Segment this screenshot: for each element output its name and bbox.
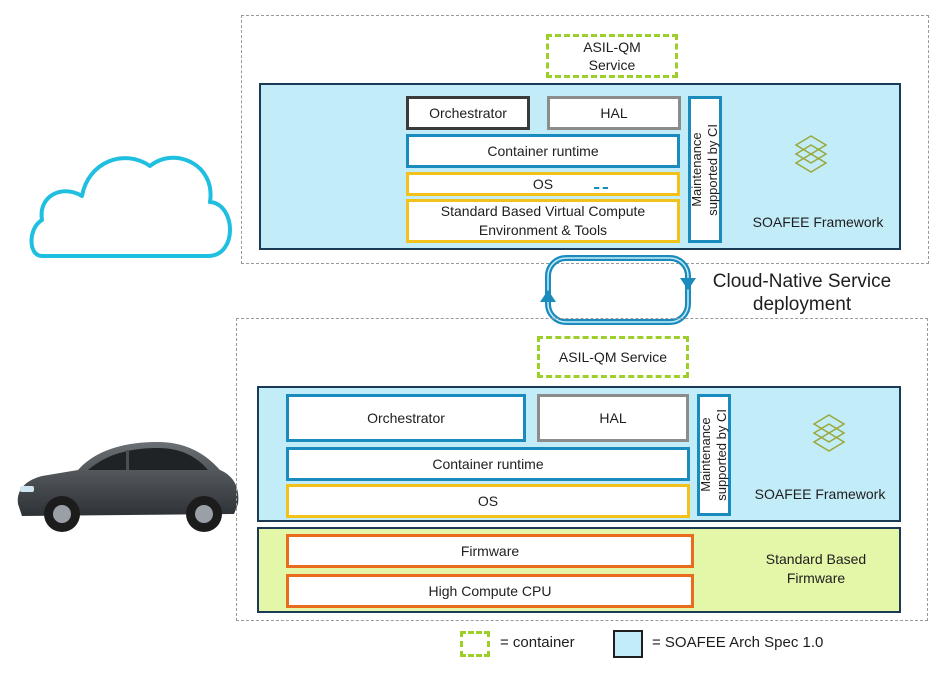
cloud-os-dash-mark — [594, 187, 608, 189]
vehicle-os-box: OS — [286, 484, 690, 518]
cloud-os-box: OS — [406, 172, 680, 196]
cloud-maintenance-box: Maintenance supported by CI — [688, 96, 722, 243]
deployment-label: Cloud-Native Service deployment — [712, 271, 892, 315]
firmware-box: Firmware — [286, 534, 694, 568]
vehicle-container-box: ASIL-QM Service — [537, 336, 689, 378]
cloud-orchestrator-box: Orchestrator — [406, 96, 530, 130]
vehicle-hal-box: HAL — [537, 394, 689, 442]
cloud-soafee-framework-label: SOAFEE Framework — [752, 214, 884, 230]
legend-container-label: = container — [500, 634, 575, 651]
vehicle-maintenance-box: Maintenance supported by CI — [697, 394, 731, 516]
vehicle-soafee-framework-label: SOAFEE Framework — [754, 486, 886, 502]
legend-soafee-swatch — [613, 630, 643, 658]
cloud-stack-boundary — [241, 15, 929, 264]
cloud-hal-box: HAL — [547, 96, 681, 130]
soafee-logo-icon — [812, 414, 846, 452]
legend-container-swatch — [460, 631, 490, 657]
standard-firmware-label: Standard Based Firmware — [765, 551, 867, 586]
cloud-container-box: ASIL-QM Service — [546, 34, 678, 78]
cycle-arrows-icon — [540, 255, 696, 325]
legend-soafee-label: = SOAFEE Arch Spec 1.0 — [652, 634, 824, 651]
cloud-icon — [29, 155, 232, 258]
vehicle-stack-boundary — [236, 318, 928, 621]
vehicle-maintenance-label: Maintenance supported by CI — [698, 409, 729, 501]
soafee-logo-icon — [794, 135, 828, 173]
cloud-maintenance-label: Maintenance supported by CI — [689, 123, 720, 216]
vehicle-container-runtime-box: Container runtime — [286, 447, 690, 481]
cloud-standard-vce-box: Standard Based Virtual Compute Environme… — [406, 199, 680, 243]
high-compute-cpu-box: High Compute CPU — [286, 574, 694, 608]
vehicle-orchestrator-box: Orchestrator — [286, 394, 526, 442]
cloud-container-runtime-box: Container runtime — [406, 134, 680, 168]
car-image — [17, 442, 239, 532]
